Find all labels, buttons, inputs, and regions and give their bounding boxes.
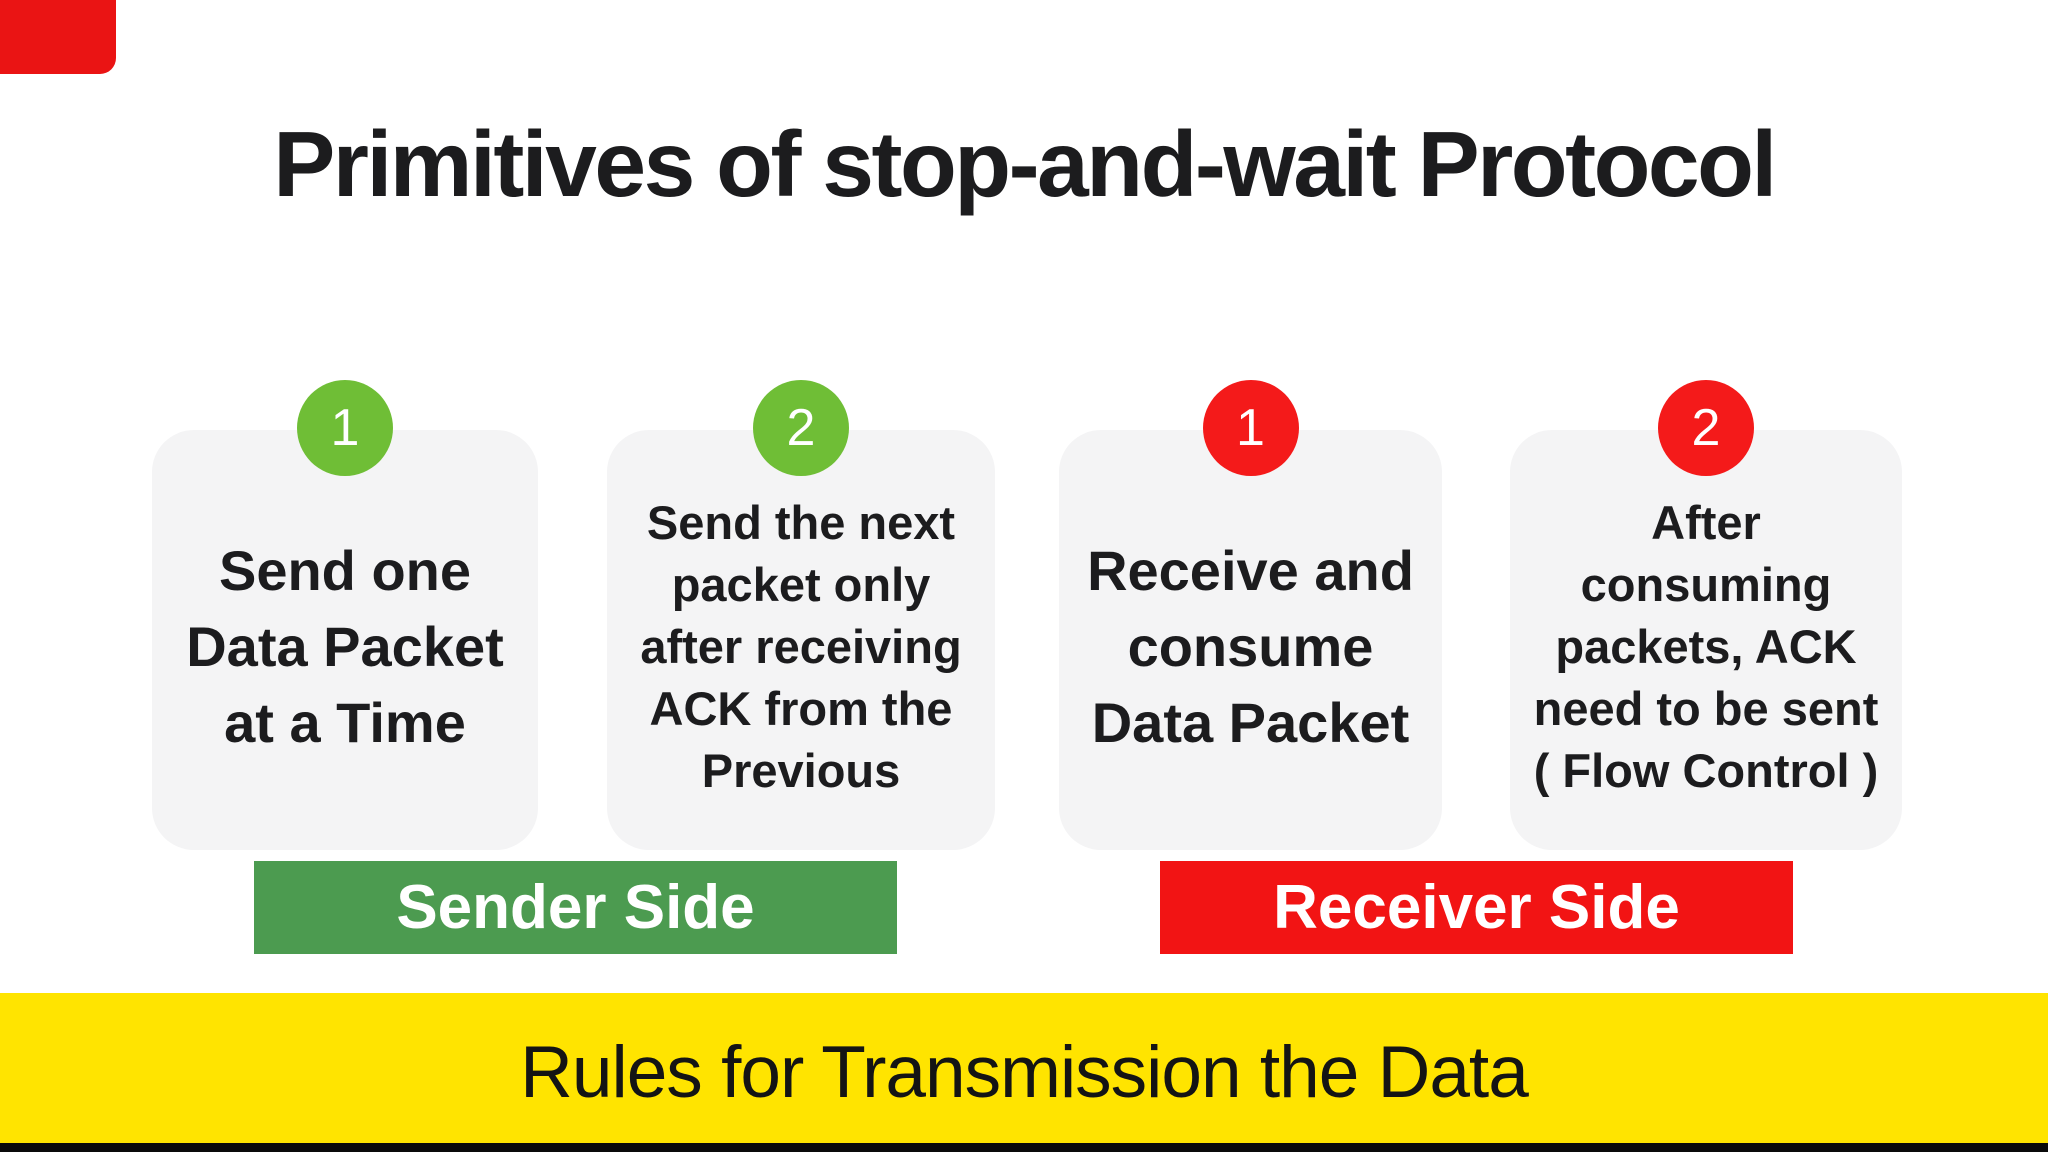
page-title: Primitives of stop-and-wait Protocol bbox=[273, 112, 1777, 216]
sender-side-banner: Sender Side bbox=[254, 861, 897, 954]
card-receive-consume: 1 Receive and consume Data Packet bbox=[1059, 380, 1442, 850]
receiver-side-banner: Receiver Side bbox=[1160, 861, 1793, 954]
card-text: Send the next packet only after receivin… bbox=[640, 496, 962, 797]
card-text: Receive and consume Data Packet bbox=[1087, 539, 1414, 754]
step-number-badge: 1 bbox=[1202, 380, 1299, 476]
footer-label: Rules for Transmission the Data bbox=[520, 1032, 1529, 1113]
card-text: After consuming packets, ACK need to be … bbox=[1533, 496, 1879, 797]
receiver-side-label: Receiver Side bbox=[1273, 873, 1680, 942]
card-text: Send one Data Packet at a Time bbox=[186, 539, 504, 754]
card-ack-flow-control: 2 After consuming packets, ACK need to b… bbox=[1510, 380, 1902, 850]
bottom-bar bbox=[0, 1143, 2048, 1152]
corner-badge bbox=[0, 0, 116, 74]
card-send-one-packet: 1 Send one Data Packet at a Time bbox=[152, 380, 538, 850]
step-number-badge: 2 bbox=[753, 380, 849, 476]
footer-band: Rules for Transmission the Data bbox=[0, 993, 2048, 1152]
card-send-next-after-ack: 2 Send the next packet only after receiv… bbox=[607, 380, 995, 850]
step-number-badge: 1 bbox=[297, 380, 393, 476]
sender-side-label: Sender Side bbox=[396, 873, 755, 942]
step-number-badge: 2 bbox=[1658, 380, 1754, 476]
